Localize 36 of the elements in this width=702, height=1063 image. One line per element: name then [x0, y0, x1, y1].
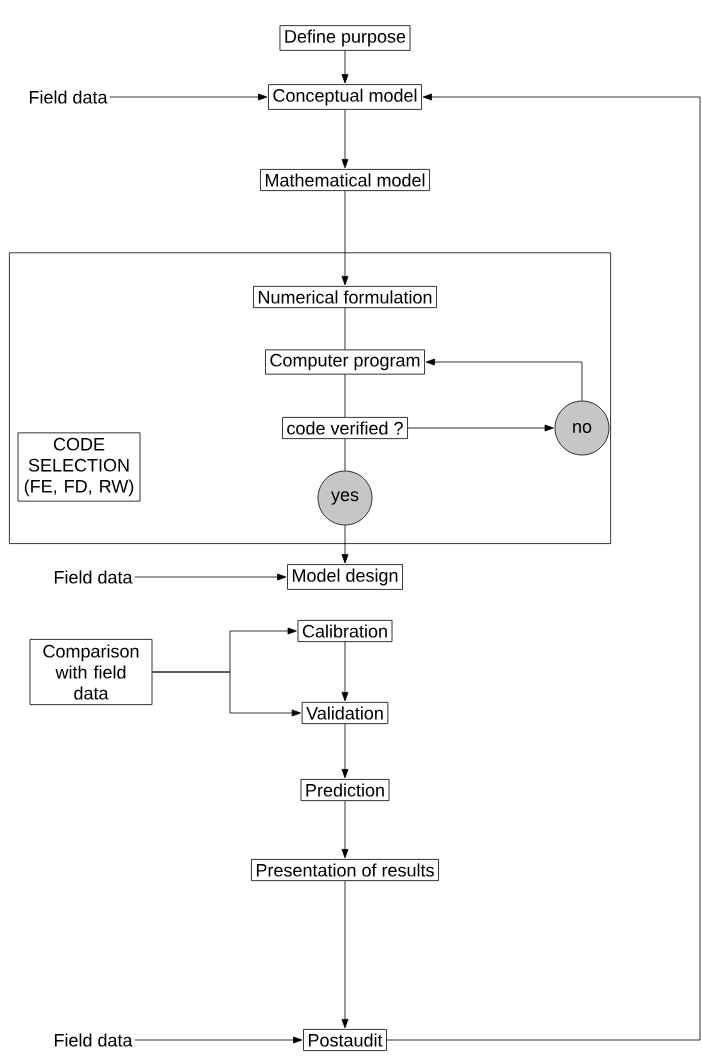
- process-box: Numerical formulation: [253, 286, 437, 308]
- connector: [341, 880, 349, 1029]
- connector: [341, 50, 349, 84]
- connector: [344, 438, 346, 471]
- note-box: CODE SELECTION (FE, FD, RW): [17, 432, 141, 502]
- process-box: Calibration: [297, 620, 393, 642]
- connector: [425, 358, 583, 401]
- input-label: Field data: [54, 1033, 133, 1047]
- process-box: Prediction: [300, 779, 390, 801]
- process-box: Validation: [301, 702, 389, 724]
- process-box: Presentation of results: [251, 859, 439, 881]
- connector: [386, 93, 701, 1041]
- process-box: Computer program: [265, 349, 425, 375]
- connector: [407, 424, 554, 432]
- process-box: Postaudit: [303, 1029, 387, 1051]
- input-label: Field data: [54, 570, 133, 584]
- connector: [341, 109, 349, 169]
- process-box: Define purpose: [279, 25, 411, 51]
- process-box: Model design: [287, 564, 403, 590]
- connector: [341, 723, 349, 779]
- connector: [344, 374, 346, 418]
- connector: [341, 641, 349, 702]
- note-box: Comparison with field data: [29, 639, 153, 705]
- process-box: code verified ?: [282, 417, 408, 439]
- process-box: Conceptual model: [268, 84, 422, 110]
- process-box: Mathematical model: [260, 169, 430, 191]
- input-label: Field data: [29, 90, 108, 104]
- connector: [341, 800, 349, 859]
- connector: [134, 1036, 303, 1044]
- connector: [134, 573, 287, 581]
- connector: [109, 93, 268, 101]
- group-frame: [9, 252, 611, 544]
- connector: [344, 307, 346, 350]
- connector: [341, 525, 349, 564]
- connector: [152, 671, 301, 717]
- connector: [341, 190, 349, 286]
